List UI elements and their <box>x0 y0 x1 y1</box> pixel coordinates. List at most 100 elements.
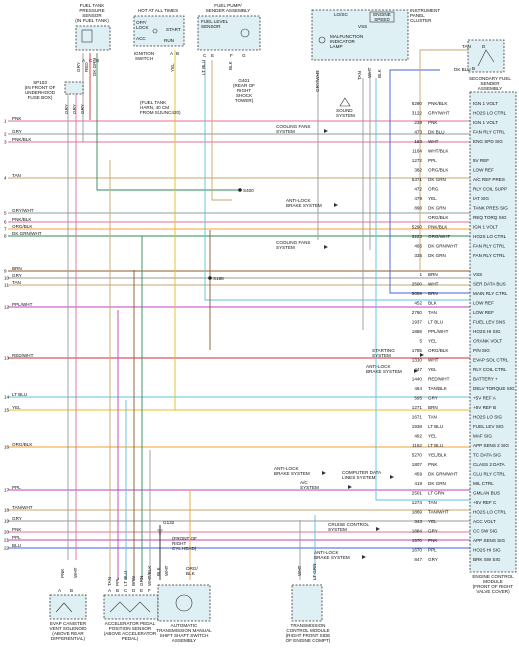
accel-label-3: (ABOVE ACCELERATOR <box>104 631 157 636</box>
ecm-circuit-number: 1888 <box>412 329 423 334</box>
ecm-pin-function: HO2S HI SIG <box>473 329 501 334</box>
ecm-label-3: (FRONT OF RIGHT <box>473 584 514 589</box>
wire-number: 2 <box>4 132 7 137</box>
ft-pin-a: A <box>82 58 86 63</box>
accel-pin-c: C <box>124 588 128 593</box>
ecm-pin-function: HO2S LO CTRL <box>473 234 507 239</box>
tcm-wire-wht: WHT <box>297 565 302 576</box>
ecm-wire-color: DK GRN <box>428 481 446 486</box>
ecm-wire-color: WHT <box>428 358 439 363</box>
ecm-pin-function: ACC VOLT <box>473 519 496 524</box>
ft-pin-b: B <box>96 58 99 63</box>
ecm-wire-color: PPL/WHT <box>428 329 449 334</box>
accel-label-1: ACCELERATOR PEDAL <box>105 621 156 626</box>
ecm-wire-color: DK BLU <box>428 130 445 135</box>
ecm-pin-function: +5V REF B <box>473 405 496 410</box>
ecm-circuit-number: 5270 <box>412 453 423 458</box>
ecm-wire-color: YEL/BLK <box>428 453 448 458</box>
ground-symbol-icon <box>157 529 163 535</box>
shift-label-2: TRANSMISSION MANUAL <box>156 628 212 633</box>
ecm-wire-color: TAN <box>428 310 437 315</box>
ecm-wire-color: TAN <box>428 415 437 420</box>
g132-label-4: CYL HEAD) <box>172 546 197 551</box>
evap-label-1: EVAP CANISTER <box>50 621 87 626</box>
wire-number: 12 <box>4 305 10 310</box>
tcm-label-2: CONTROL MODULE <box>286 628 329 633</box>
fuel-tank-sensor-box <box>75 25 111 51</box>
accelerator-pedal-sensor: A TAN B PPL C LT BLU D BRN E GRN F WHT/B… <box>103 565 159 641</box>
g401-label-3: RIGHT <box>237 88 251 93</box>
wire-color-label: PPL <box>12 485 21 490</box>
instrument-panel-cluster: INSTRUMENT PANEL CLUSTER LO/SC ENGINE SP… <box>311 8 440 92</box>
wire-ltgrn <box>375 78 470 501</box>
ecm-wire-color: ORG/WHT <box>428 234 450 239</box>
ecm-label-2: MODULE <box>483 579 503 584</box>
system-label: SYSTEM <box>300 485 319 490</box>
ign-switch-label-2: SWITCH <box>135 56 153 61</box>
wire-color-label: PPL <box>12 535 21 540</box>
ipc-wire-blk: BLK <box>377 68 382 78</box>
ecm-wire-color: ORG/BLK <box>428 215 449 220</box>
potentiometer-icon <box>109 601 151 613</box>
ignition-switch: HOT AT ALL TIMES OFF/ LOCK ACC START RUN… <box>133 8 185 72</box>
ecm-wire-color: BRN <box>428 405 438 410</box>
ecm-circuit-number: 1938 <box>412 424 423 429</box>
ecm-pin-function: +5V REF C <box>473 500 497 505</box>
sound-label-1: SOUND <box>336 108 353 113</box>
wire-color-label: ORG/BLK <box>12 224 33 229</box>
shift-wire-blk: BLK <box>156 566 161 576</box>
system-label: BRAKE SYSTEM <box>286 203 322 208</box>
left-wire-colors: PNKGRYPNK/BLKTANGRY/WHTPNK/BLKORG/BLKDK … <box>12 116 42 548</box>
evap-label-2: VENT SOLENOID <box>49 626 87 631</box>
ecm-pin-function: IGN 1 VOLT <box>473 120 498 125</box>
ecm-circuit-number: 1310 <box>412 358 423 363</box>
ecm-pin-function: HO2S LO CTRL <box>473 510 507 515</box>
ecm-pin-function: BATTERY + <box>473 377 498 382</box>
ecm-wire-color: WHT <box>428 282 439 287</box>
sec-label-2: SENDER <box>480 81 500 86</box>
arrow-icon <box>376 527 380 531</box>
system-label: SYSTEM <box>372 353 391 358</box>
ecm-circuit-number: 343 <box>414 519 422 524</box>
ign-run: RUN <box>164 38 174 43</box>
arrow-icon <box>322 471 326 475</box>
fl-pin-f: F <box>230 53 233 58</box>
wire-color-label: BRN <box>12 266 22 271</box>
s400-dot <box>238 188 242 192</box>
accel-pin-b: B <box>116 588 119 593</box>
ecm-pin-function: HO2S LO SIG <box>473 415 503 420</box>
ecm-pin-function: CC SW SIG <box>473 529 498 534</box>
sp103-label-3: UNDERHOOD <box>25 90 56 95</box>
wire-fuel-tank-b <box>96 53 240 191</box>
sec-label-3: ASSEMBLY <box>478 86 502 91</box>
ecm-pin-function: P/N SIG <box>473 348 490 353</box>
ecm-pin-function: CLASS 2 DATA <box>473 462 506 467</box>
system-label: STARTING <box>372 348 395 353</box>
system-label: CRUISE CONTROL <box>328 522 370 527</box>
system-label: LINES SYSTEM <box>342 475 376 480</box>
ecm-circuit-number: 2500 <box>412 282 423 287</box>
ecm-circuit-number: 1164 <box>412 149 422 154</box>
evap-wire-pnk: PNK <box>60 568 65 578</box>
ecm-wire-color: DK GRN <box>428 177 446 182</box>
evap-pin-b: B <box>70 588 73 593</box>
tcm-wire-ltgrn: LT GRN <box>312 564 317 580</box>
ecm-pin-function: LOW REF <box>473 301 494 306</box>
ecm-circuit-number: 1272 <box>412 158 423 163</box>
ecm-wire-color: LT BLU <box>428 424 443 429</box>
fuel-tank-label-1: FUEL TANK <box>80 3 106 8</box>
system-label: COOLING FANS <box>276 240 310 245</box>
ecm-pin-function: LOW REF <box>473 168 494 173</box>
shift-switch-box <box>157 584 211 622</box>
lo-sc-label: LO/SC <box>334 12 348 17</box>
system-label: BRAKE SYSTEM <box>366 369 402 374</box>
ecm-circuit-number: 595 <box>414 396 422 401</box>
arrow-icon <box>362 555 366 559</box>
wire-number: 22 <box>4 546 10 551</box>
s188-dot <box>208 276 212 280</box>
ecm-circuit-number: 464 <box>414 386 422 391</box>
accel-label-2: POSITION SENSOR <box>109 626 152 631</box>
ecm-wire-color: PNK <box>428 120 438 125</box>
ecm-wire-color: ORG <box>428 187 439 192</box>
accel-pin-d: D <box>132 588 136 593</box>
